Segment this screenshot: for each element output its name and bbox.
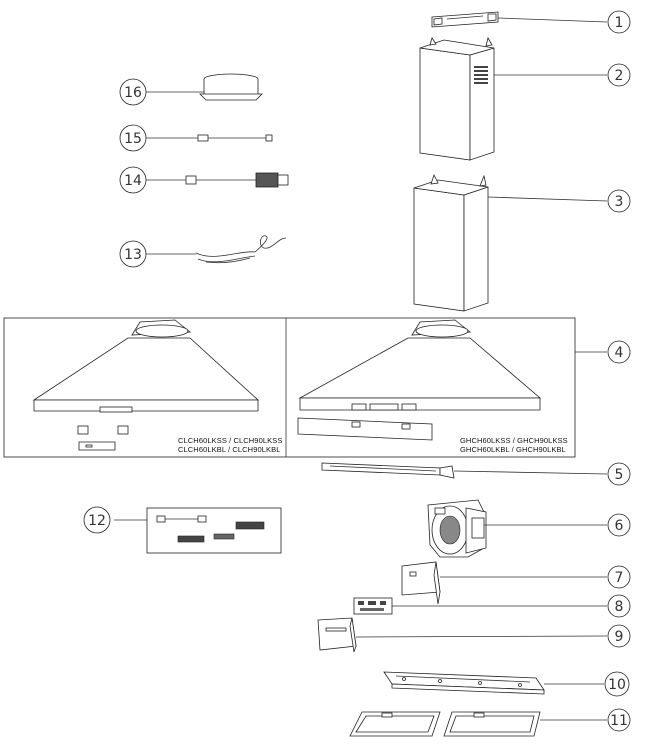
- right-model-line-2: GHCH60LKBL / GHCH90LKBL: [460, 445, 566, 454]
- part-7-control-cover: [401, 561, 441, 605]
- callout-5: 5: [607, 462, 631, 486]
- callout-13-label: 13: [124, 247, 142, 263]
- callout-14-label: 14: [124, 173, 142, 189]
- callout-4-label: 4: [615, 345, 624, 361]
- callout-3-label: 3: [615, 194, 624, 210]
- callout-11-label: 11: [610, 713, 628, 729]
- callout-15: 15: [119, 124, 147, 152]
- part-3-lower-chimney: [413, 173, 489, 312]
- left-model-line-2: CLCH60LKBL / CLCH90LKBL: [178, 445, 281, 454]
- callout-12-label: 12: [88, 513, 106, 529]
- left-model-line-1: CLCH60LKSS / CLCH90LKSS: [178, 436, 282, 445]
- part-11-filters: [349, 711, 541, 737]
- part-9-junction-box: [317, 617, 357, 653]
- callout-14: 14: [119, 166, 147, 194]
- callout-10-label: 10: [608, 677, 626, 693]
- part-5-rail: [321, 462, 455, 479]
- part-16-duct-adapter: [199, 73, 263, 101]
- callout-5-label: 5: [615, 467, 624, 483]
- callout-3: 3: [607, 189, 631, 213]
- callout-8-label: 8: [615, 599, 624, 615]
- callout-2: 2: [607, 63, 631, 87]
- part-2-upper-chimney: [419, 36, 495, 161]
- part-10-frame: [383, 671, 545, 695]
- callout-13: 13: [119, 240, 147, 268]
- callout-7-label: 7: [615, 570, 624, 586]
- right-model-line-1: GHCH60LKSS / GHCH90LKSS: [460, 436, 568, 445]
- part-12-small-parts: [146, 507, 282, 554]
- hood-ghch: [297, 319, 542, 441]
- part-1-bracket: [431, 11, 499, 28]
- callout-1: 1: [607, 10, 631, 34]
- callout-6-label: 6: [615, 518, 624, 534]
- part-8-pcb: [353, 597, 393, 615]
- callout-9: 9: [607, 624, 631, 648]
- part-15-cable: [197, 134, 273, 142]
- callout-1-label: 1: [615, 15, 624, 31]
- callout-16-label: 16: [124, 85, 142, 101]
- part-4-hood-panels: CLCH60LKSS / CLCH90LKSS CLCH60LKBL / CLC…: [3, 317, 576, 458]
- callout-4: 4: [607, 340, 631, 364]
- callout-10: 10: [604, 671, 630, 697]
- part-14-harness: [185, 172, 289, 188]
- callout-16: 16: [119, 78, 147, 106]
- callout-12: 12: [83, 506, 111, 534]
- callout-9-label: 9: [615, 629, 624, 645]
- callout-2-label: 2: [615, 68, 624, 84]
- part-6-blower: [427, 499, 487, 558]
- hood-clch: [32, 319, 260, 451]
- callout-8: 8: [607, 594, 631, 618]
- leader-lines: [114, 17, 608, 721]
- part-13-power-cord: [195, 235, 287, 264]
- callout-15-label: 15: [124, 131, 142, 147]
- callout-7: 7: [607, 565, 631, 589]
- callout-11: 11: [607, 708, 631, 732]
- callout-markers: 1 2 3 4 5 6 7 8 9 10 11 12 13 14 15 16: [83, 10, 631, 732]
- callout-6: 6: [607, 513, 631, 537]
